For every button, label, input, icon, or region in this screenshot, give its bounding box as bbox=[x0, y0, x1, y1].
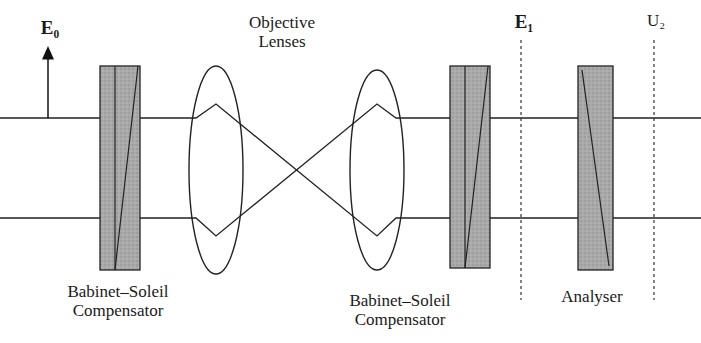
lens-symbol bbox=[189, 66, 243, 274]
plane-marker bbox=[653, 40, 654, 300]
field-label: U₂ bbox=[636, 12, 676, 31]
analyser-symbol bbox=[578, 66, 613, 270]
field-label: E₀ bbox=[30, 18, 70, 39]
lens-symbol bbox=[350, 70, 404, 270]
part-label: Babinet–Soleil Compensator bbox=[325, 292, 475, 329]
part-label: Babinet–Soleil Compensator bbox=[43, 283, 193, 320]
polarization-arrow bbox=[47, 52, 49, 118]
plane-marker bbox=[520, 40, 521, 300]
compensator-symbol bbox=[450, 66, 490, 268]
part-label: Objective Lenses bbox=[237, 14, 327, 51]
part-label: Analyser bbox=[542, 288, 642, 307]
compensator-symbol bbox=[100, 66, 140, 270]
field-label: E₁ bbox=[504, 12, 544, 33]
